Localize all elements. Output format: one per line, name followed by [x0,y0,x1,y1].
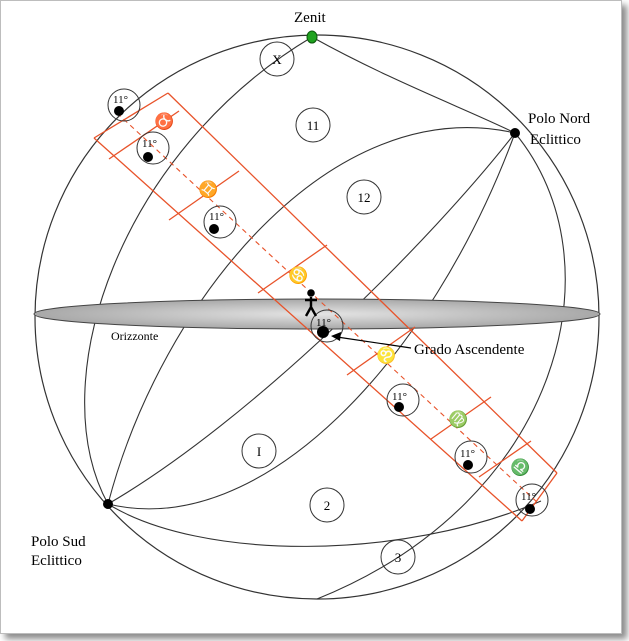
degree-label-libra: 11° [460,448,475,460]
celestial-sphere-diagram: Zenit Polo Nord Eclittico Polo Sud Eclit… [31,10,601,600]
degree-marker-rings [107,88,549,517]
house-label-11: 11 [307,118,320,133]
ecliptic-midline [116,112,539,504]
cancer-glyph: ♋ [284,262,311,289]
degree-label-scorpio: 11° [521,491,536,503]
north-ecliptic-pole-label: Polo Nord [528,111,591,127]
virgo-glyph: ♍ [444,406,471,433]
house-label-x: X [272,52,282,67]
house-label-2: 2 [324,498,331,513]
house-label-1: I [257,444,261,459]
taurus-glyph: ♉ [150,108,177,135]
house-label-12: 12 [358,190,371,205]
south-ecliptic-pole-label-line2: Eclittico [31,553,82,569]
degree-label-virgo: 11° [392,391,407,403]
south-ecliptic-pole-dot [103,499,113,509]
degree-marker-dots [114,106,535,514]
libra-glyph: ♎ [506,454,533,481]
horizon-label: Orizzonte [111,329,158,343]
zenith-label: Zenit [294,10,326,26]
great-circle-arcs [84,36,566,600]
observer-figure-icon [304,289,318,317]
north-ecliptic-pole-label-line2: Eclittico [530,132,581,148]
house-label-3: 3 [395,550,402,565]
ascendant-label: Grado Ascendente [414,342,525,358]
ecliptic-band [93,92,558,522]
zenith-dot [306,30,318,44]
ascendant-arrow-icon [331,332,412,349]
south-ecliptic-pole-label: Polo Sud [31,534,86,550]
degree-label-gemini: 11° [142,138,157,150]
degree-label-taurus: 11° [113,94,128,106]
house-circles [241,41,416,575]
degree-label-ascendant: 11° [316,317,331,329]
diagram-frame: Zenit Polo Nord Eclittico Polo Sud Eclit… [0,0,622,634]
degree-label-cancer: 11° [209,211,224,223]
north-ecliptic-pole-dot [510,128,520,138]
